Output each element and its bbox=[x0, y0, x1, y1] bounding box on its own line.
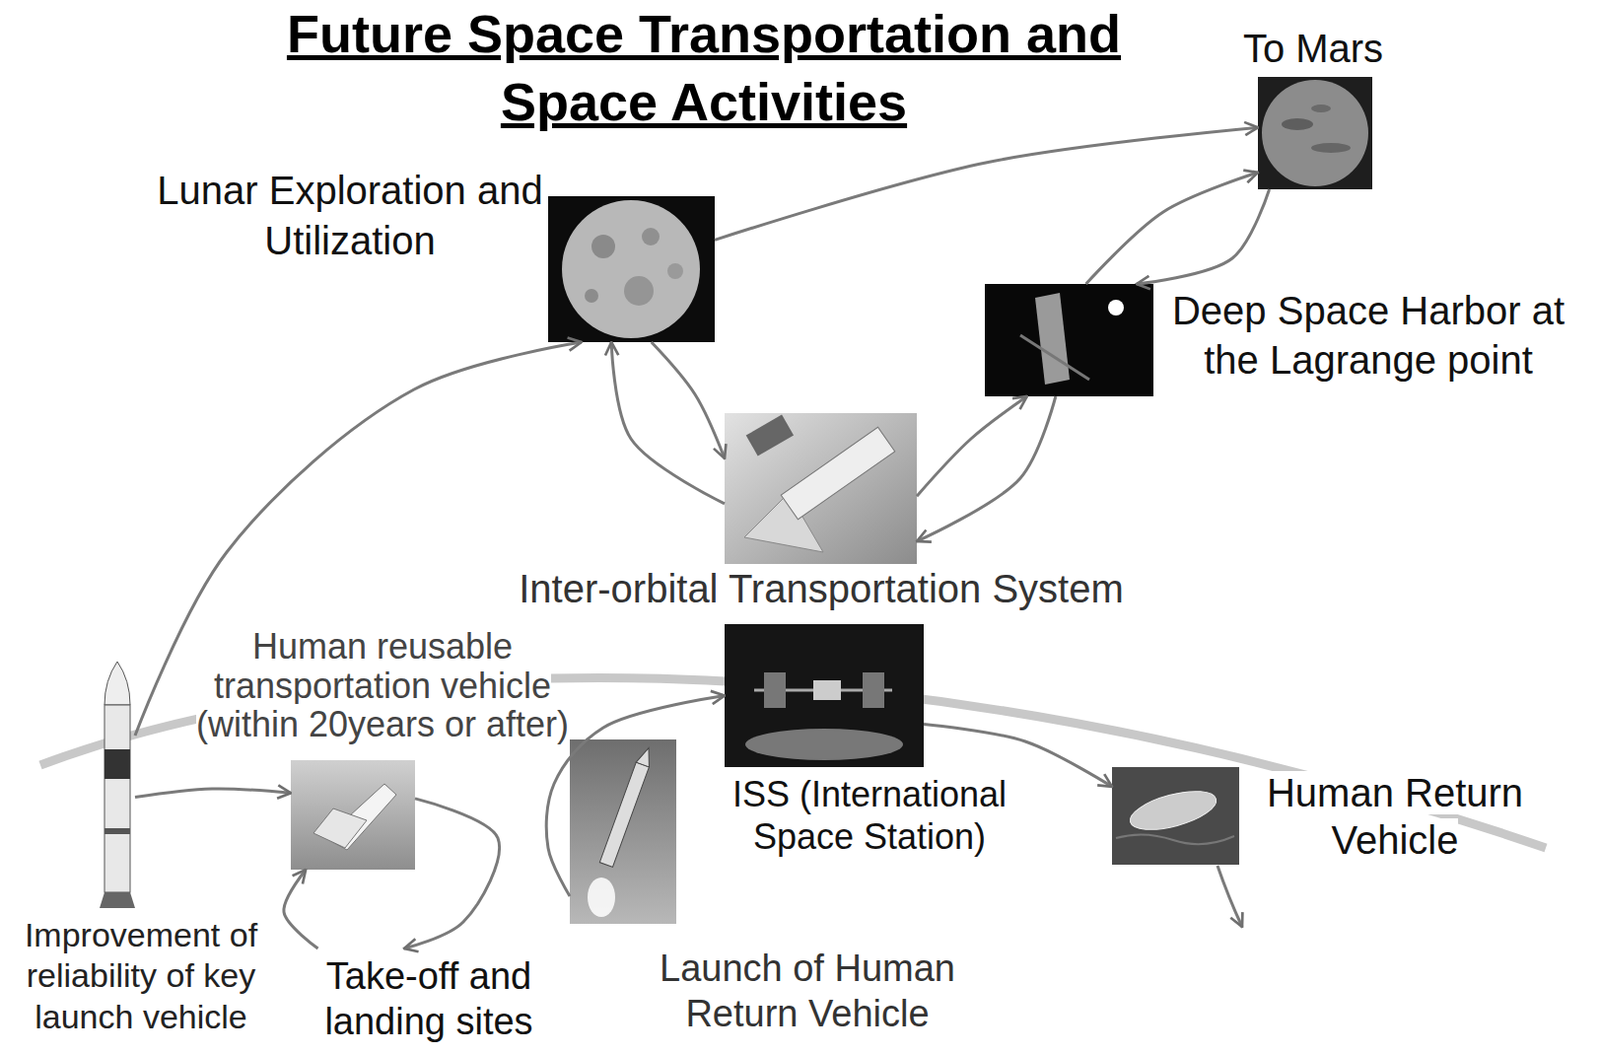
moon-crater bbox=[584, 288, 599, 303]
rocket-nozzle bbox=[99, 892, 136, 908]
flow-arrow bbox=[283, 869, 319, 949]
node-label: Take-off and landing sites bbox=[324, 955, 533, 1043]
flow-arrow bbox=[1086, 172, 1258, 284]
launch-rocket-nose bbox=[635, 745, 655, 767]
picture-node: Launch of Human Return Vehicle bbox=[569, 739, 677, 924]
label-box: To Mars bbox=[1184, 23, 1442, 73]
label-box: Lunar Exploration and Utilization bbox=[142, 165, 557, 267]
harbor-truss bbox=[1020, 335, 1090, 380]
sea-wave bbox=[1115, 834, 1235, 844]
picture-node: ISS (International Space Station) bbox=[724, 624, 924, 767]
iss-panel bbox=[764, 672, 786, 708]
launch-rocket-body bbox=[599, 762, 649, 867]
launch-picture bbox=[569, 739, 677, 924]
moon-picture bbox=[548, 196, 715, 343]
mars-globe bbox=[1261, 79, 1369, 187]
text-block: Inter-orbital Transportation System bbox=[486, 564, 1157, 613]
vehicle-body bbox=[780, 426, 896, 519]
node-label: Inter-orbital Transportation System bbox=[518, 566, 1124, 611]
reentry-arrow bbox=[1217, 865, 1243, 927]
moon-globe bbox=[561, 200, 700, 339]
picture-node: Human Return Vehicle bbox=[1112, 766, 1240, 865]
inter-orbital-picture bbox=[724, 413, 917, 564]
moon-crater bbox=[641, 227, 660, 246]
return-vehicle-picture bbox=[1112, 766, 1240, 865]
node-label: Lunar Exploration and Utilization bbox=[156, 168, 543, 263]
mars-marking bbox=[1311, 142, 1351, 153]
node-label: ISS (International Space Station) bbox=[732, 773, 1007, 857]
picture-node: Lunar Exploration and Utilization bbox=[548, 196, 715, 343]
flow-arrow bbox=[916, 396, 1056, 542]
node-label: Deep Space Harbor at the Lagrange point bbox=[1172, 288, 1565, 382]
text-block: ISS (International Space Station) bbox=[706, 772, 1033, 858]
node-label: Launch of Human Return Vehicle bbox=[659, 947, 956, 1035]
node-label: To Mars bbox=[1243, 26, 1384, 70]
text-block: Lunar Exploration and Utilization bbox=[142, 165, 557, 267]
text-block: Human reusable transportation vehicle (w… bbox=[185, 626, 580, 745]
launch-exhaust bbox=[587, 877, 616, 917]
text-block: Take-off and landing sites bbox=[305, 954, 553, 1044]
moon-crater bbox=[667, 263, 684, 279]
label-box: Human reusable transportation vehicle (w… bbox=[185, 626, 580, 745]
harbor-earth bbox=[1108, 299, 1124, 316]
flow-arrow bbox=[404, 798, 500, 949]
text-block: To Mars bbox=[1184, 23, 1442, 73]
node-label: Human reusable transportation vehicle (w… bbox=[196, 626, 569, 745]
label-box: Launch of Human Return Vehicle bbox=[639, 946, 975, 1037]
picture-node: Human reusable transportation vehicle (w… bbox=[290, 760, 416, 870]
moon-crater bbox=[624, 276, 654, 306]
text-block: Launch of Human Return Vehicle bbox=[639, 946, 975, 1037]
label-box: Deep Space Harbor at the Lagrange point bbox=[1156, 285, 1581, 385]
flow-arrow bbox=[135, 788, 291, 798]
solar-panel bbox=[746, 415, 794, 457]
node-label: Human Return Vehicle bbox=[1266, 770, 1524, 862]
picture-node: Inter-orbital Transportation System bbox=[724, 413, 917, 564]
title-box: Future Space Transportation and Space Ac… bbox=[260, 0, 1148, 137]
shuttle-wing bbox=[313, 808, 367, 848]
text-block: Deep Space Harbor at the Lagrange point bbox=[1156, 285, 1581, 385]
mars-marking bbox=[1311, 104, 1331, 113]
launch-rocket bbox=[599, 745, 655, 867]
picture-node: Deep Space Harbor at the Lagrange point bbox=[984, 283, 1154, 397]
harbor-module bbox=[1035, 292, 1070, 385]
flow-arrow bbox=[546, 695, 725, 897]
label-box: Improvement of reliability of key launch… bbox=[7, 914, 275, 1038]
text-node: Take-off and landing sites bbox=[305, 948, 553, 1050]
label-box: ISS (International Space Station) bbox=[706, 772, 1033, 858]
iss-panel bbox=[862, 672, 885, 708]
text-block: Human Return Vehicle bbox=[1232, 768, 1558, 864]
iss-module bbox=[813, 680, 841, 700]
mars-marking bbox=[1281, 118, 1314, 131]
harbor-picture bbox=[984, 283, 1154, 397]
mars-picture bbox=[1257, 76, 1373, 190]
flow-arrow bbox=[611, 342, 725, 504]
rocket-body bbox=[104, 704, 131, 893]
picture-node: To Mars bbox=[1257, 76, 1373, 190]
picture-node: Improvement of reliability of key launch… bbox=[99, 661, 136, 908]
label-box: Take-off and landing sites bbox=[305, 954, 553, 1044]
flow-arrow bbox=[651, 342, 725, 459]
earth-glow bbox=[745, 728, 904, 761]
flow-arrow bbox=[714, 127, 1258, 240]
return-capsule bbox=[1125, 783, 1220, 837]
label-box: Human Return Vehicle bbox=[1232, 768, 1558, 864]
label-box: Inter-orbital Transportation System bbox=[486, 564, 1157, 613]
iss-picture bbox=[724, 624, 924, 767]
rocket-band bbox=[104, 749, 131, 779]
diagram-title: Future Space Transportation and Space Ac… bbox=[286, 3, 1121, 132]
flow-arrow bbox=[916, 396, 1028, 496]
node-label: Improvement of reliability of key launch… bbox=[24, 915, 258, 1036]
text-block: Improvement of reliability of key launch… bbox=[7, 914, 275, 1038]
rocket-nose bbox=[104, 661, 131, 705]
rocket-band bbox=[104, 828, 131, 835]
shuttle-picture bbox=[290, 760, 416, 870]
flow-arrow bbox=[1136, 189, 1270, 284]
moon-crater bbox=[591, 234, 616, 259]
